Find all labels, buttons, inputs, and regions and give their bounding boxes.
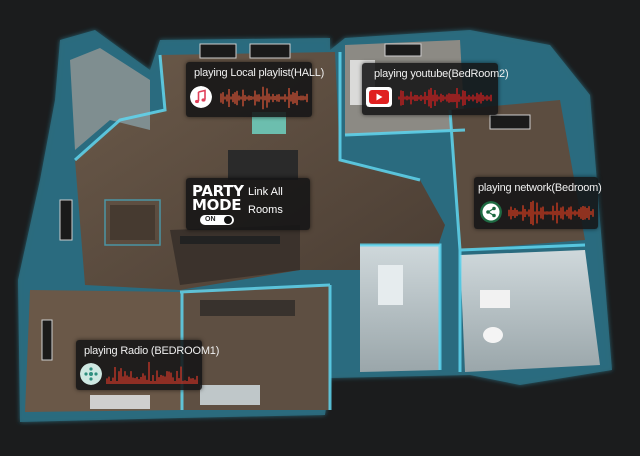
- link-all-rooms-line2: Rooms: [248, 204, 283, 216]
- bedroom2-player-card[interactable]: playing youtube(BedRoom2): [362, 63, 509, 115]
- bedroom-waveform: [508, 200, 594, 226]
- bedroom-player-card[interactable]: playing network(Bedroom): [474, 177, 602, 229]
- radio-icon: [80, 363, 102, 385]
- hallway: [180, 285, 330, 410]
- music-note-icon: [190, 86, 212, 108]
- bathroom-right: [460, 250, 600, 372]
- windows: [41, 43, 531, 361]
- balcony: [70, 48, 150, 150]
- dining-table: [104, 199, 161, 246]
- party-mode-card: PARTY MODE ON Link All Rooms: [186, 178, 310, 230]
- hall-player-title: playing Local playlist(HALL): [194, 67, 325, 79]
- link-all-rooms-button[interactable]: Link All Rooms: [248, 184, 293, 218]
- party-mode-title-line1: PARTY: [192, 182, 244, 200]
- link-all-rooms-line1: Link All: [248, 186, 283, 198]
- hall-waveform: [220, 86, 308, 110]
- bedroom2-waveform: [398, 87, 492, 109]
- party-mode-title-line2: MODE: [192, 196, 242, 214]
- party-mode-toggle-label: ON: [205, 216, 216, 223]
- kitchen: [170, 225, 300, 285]
- bedroom1-waveform: [106, 361, 198, 384]
- share-network-icon: [480, 201, 502, 223]
- toggle-knob: [224, 216, 232, 224]
- bedroom1-player-card[interactable]: playing Radio (BEDROOM1): [76, 340, 219, 390]
- bathroom-middle: [360, 245, 440, 372]
- bedroom2-player-title: playing youtube(BedRoom2): [374, 68, 509, 80]
- bedroom-player-title: playing network(Bedroom): [478, 182, 602, 194]
- hall-player-card[interactable]: playing Local playlist(HALL): [186, 62, 324, 117]
- party-mode-toggle[interactable]: ON: [200, 215, 234, 225]
- bedroom1-player-title: playing Radio (BEDROOM1): [84, 345, 220, 357]
- youtube-icon: [366, 87, 392, 107]
- living-room-sofa: [228, 112, 298, 180]
